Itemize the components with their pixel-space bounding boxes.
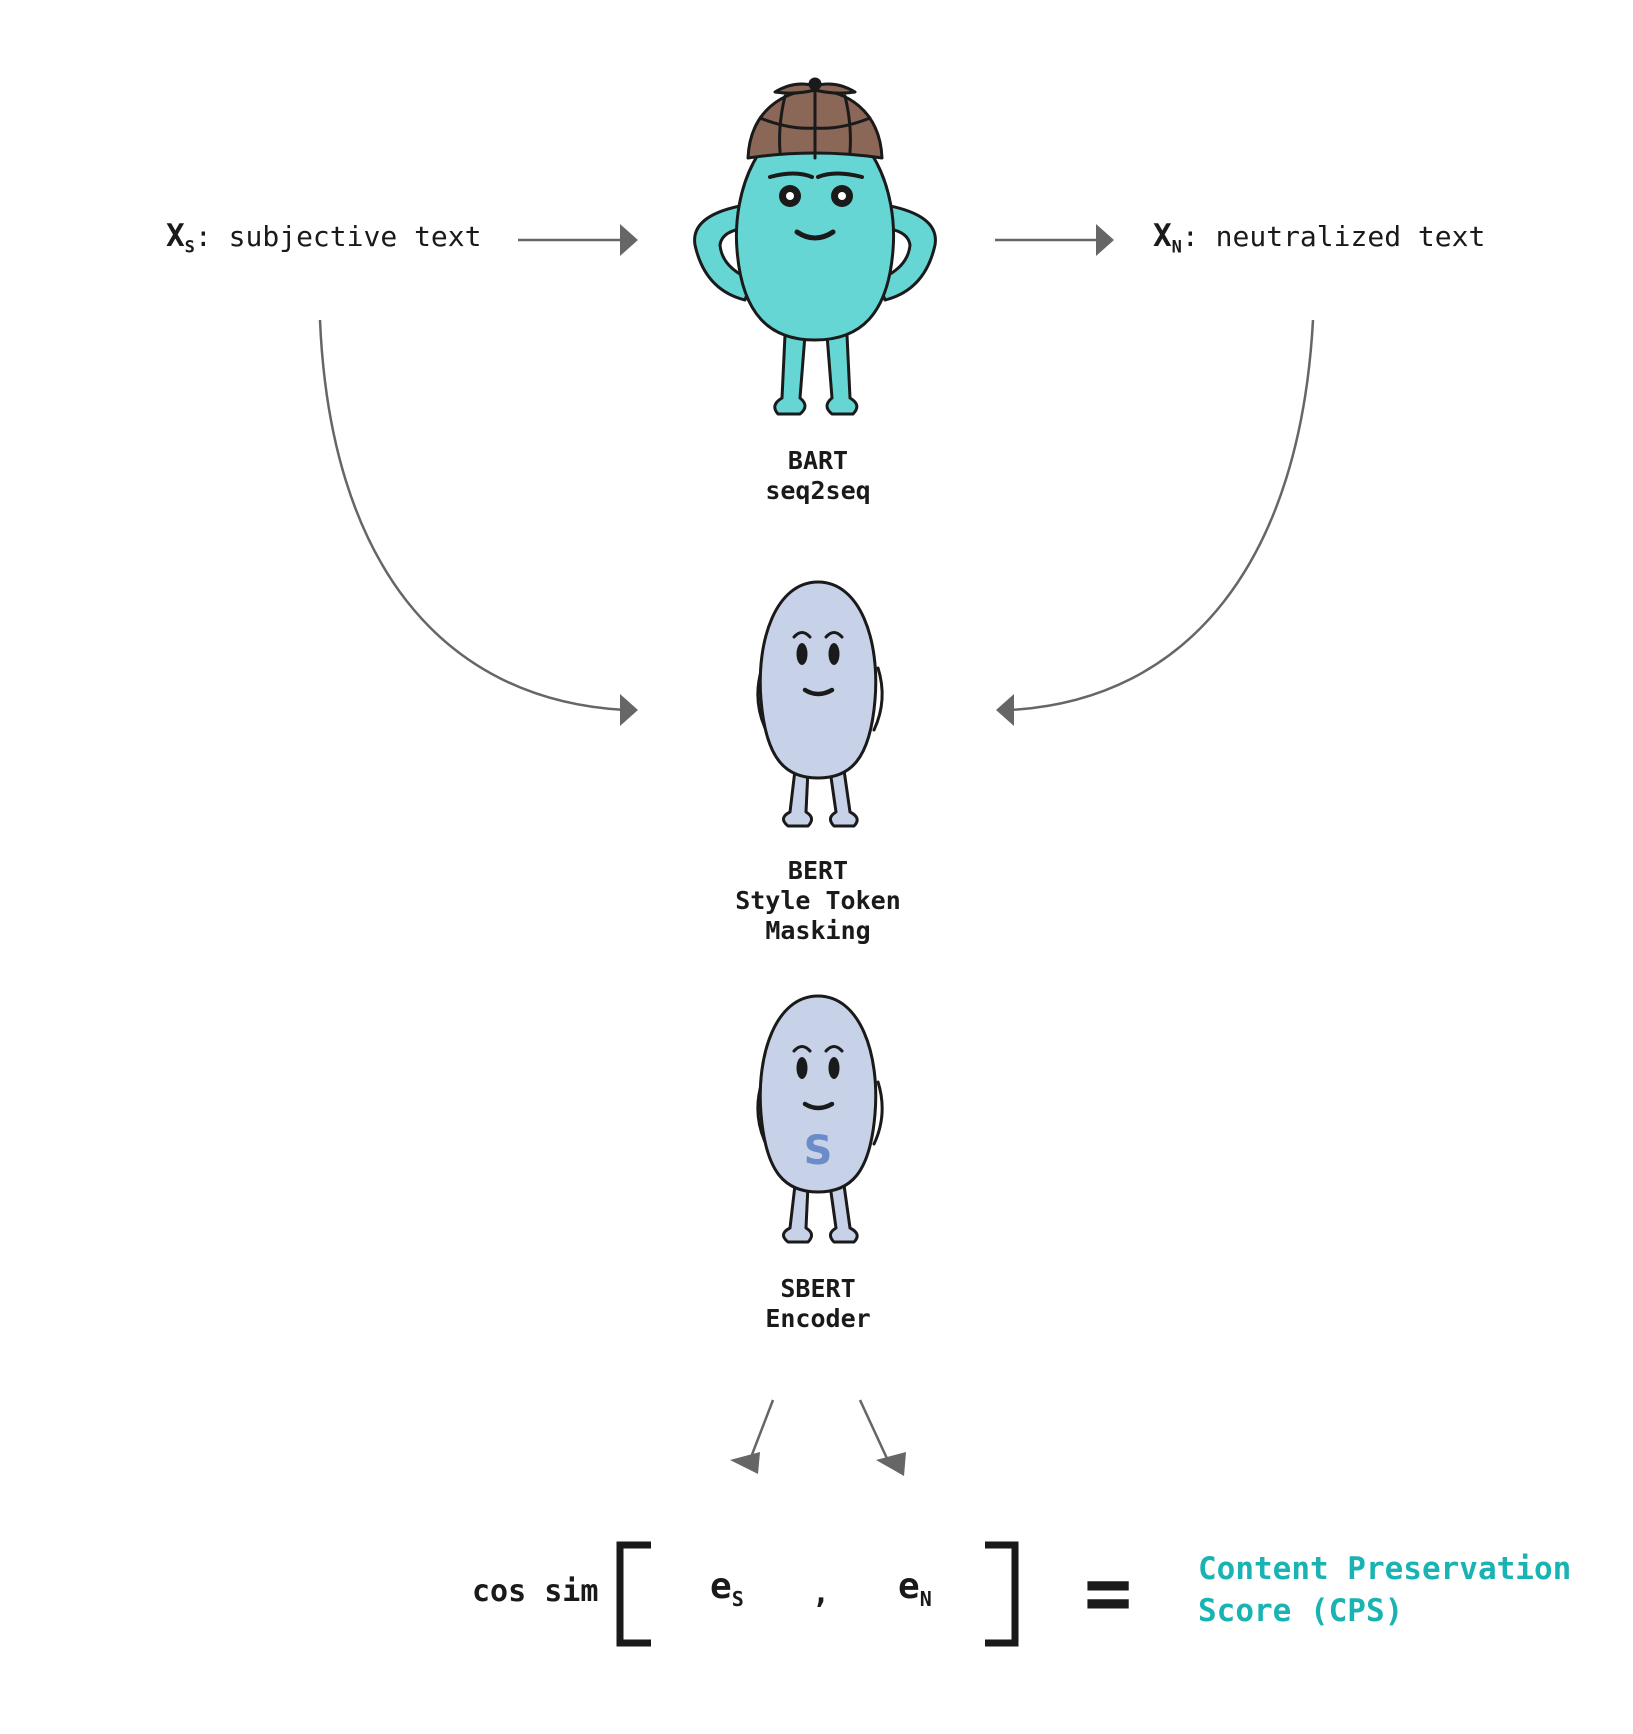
- arrow-sbert-to-en: [858, 1399, 906, 1476]
- input-text: XS: subjective text: [166, 218, 482, 258]
- sbert-character-icon: [756, 994, 884, 1244]
- arrow-input-to-bart: [518, 224, 638, 256]
- equals-sign: =: [1084, 1546, 1133, 1639]
- arrow-sbert-to-es: [730, 1399, 775, 1474]
- cps-result: Content Preservation Score (CPS): [1198, 1551, 1572, 1629]
- left-bracket: [616, 1541, 651, 1647]
- sbert-label: SBERT Encoder: [765, 1274, 871, 1333]
- bart-label: BART seq2seq: [765, 446, 871, 505]
- sbert-badge: S: [804, 1128, 833, 1174]
- embedding-en: eN: [898, 1566, 932, 1612]
- formula-comma: ,: [812, 1576, 831, 1611]
- arrow-output-to-bert: [996, 319, 1315, 726]
- arrow-bart-to-output: [995, 224, 1114, 256]
- cos-sim-label: cos sim: [472, 1574, 599, 1609]
- output-text: XN: neutralized text: [1153, 218, 1486, 258]
- embedding-es: eS: [710, 1566, 744, 1612]
- arrow-input-to-bert: [318, 319, 638, 726]
- right-bracket: [985, 1541, 1019, 1647]
- bert-character-icon: [756, 580, 884, 828]
- bert-label: BERT Style Token Masking: [735, 856, 901, 945]
- bart-character-icon: [693, 77, 937, 416]
